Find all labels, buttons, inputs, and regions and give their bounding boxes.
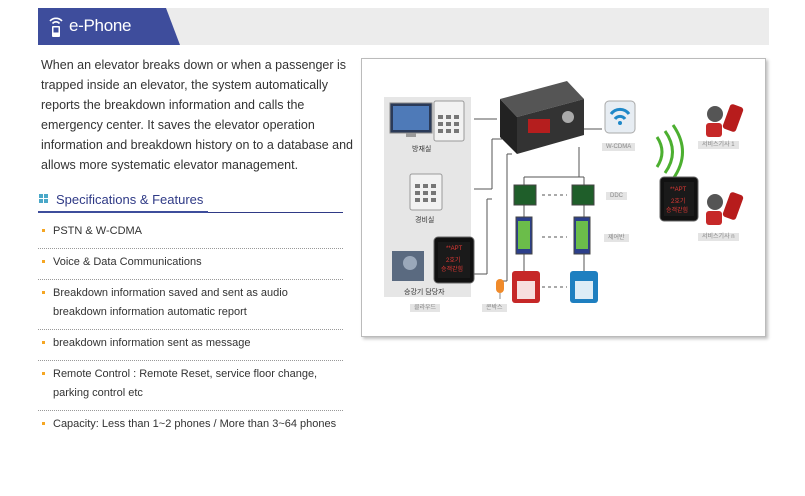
message-screen-line3: 승객갇힘	[441, 267, 464, 273]
tag-mic: 콘박스	[482, 304, 507, 312]
page-title: e-Phone	[69, 16, 132, 35]
system-diagram: 방재실 경비실 승강기 담당자 **APT 2호기 승객갇힘 **APT 2호기…	[361, 58, 766, 337]
spec-item: Remote Control : Remote Reset, service f…	[38, 361, 343, 411]
label-elevator-manager: 승강기 담당자	[404, 289, 445, 296]
spec-item: PSTN & W-CDMA	[38, 218, 343, 249]
tag-wcdma: W-CDMA	[602, 143, 636, 151]
tag-cloud: 클라우드	[410, 304, 441, 312]
label-disaster-room: 방재실	[412, 146, 432, 153]
spec-item: Breakdown information saved and sent as …	[38, 280, 343, 330]
spec-item: Capacity: Less than 1~2 phones / More th…	[38, 411, 343, 441]
tag-control-panel: 제어반	[604, 234, 629, 242]
description-text: When an elevator breaks down or when a p…	[41, 58, 354, 172]
message-screen-line1: **APT	[446, 246, 463, 252]
tag-engineer-n: 서비스기사 n	[698, 233, 739, 241]
diagram-graphics	[384, 81, 744, 303]
specs-list: PSTN & W-CDMA Voice & Data Communication…	[38, 218, 343, 441]
message-screen-right-line3: 승객갇힘	[666, 208, 689, 214]
message-screen-right-line1: **APT	[670, 187, 687, 193]
specs-title-underline	[38, 211, 208, 213]
spec-item: Voice & Data Communications	[38, 249, 343, 280]
header-tab	[38, 8, 180, 45]
spec-item: breakdown information sent as message	[38, 330, 343, 361]
specs-title: Specifications & Features	[56, 192, 204, 207]
message-screen-line2: 2호기	[446, 258, 461, 264]
message-screen-right-line2: 2호기	[671, 199, 686, 205]
tag-ddc: DDC	[606, 192, 627, 200]
grid-bullet-icon	[39, 194, 49, 204]
phone-signal-icon	[49, 17, 63, 37]
label-security-room: 경비실	[415, 217, 435, 224]
tag-engineer-1: 서비스기사 1	[698, 141, 739, 149]
specs-heading: Specifications & Features	[38, 191, 343, 213]
